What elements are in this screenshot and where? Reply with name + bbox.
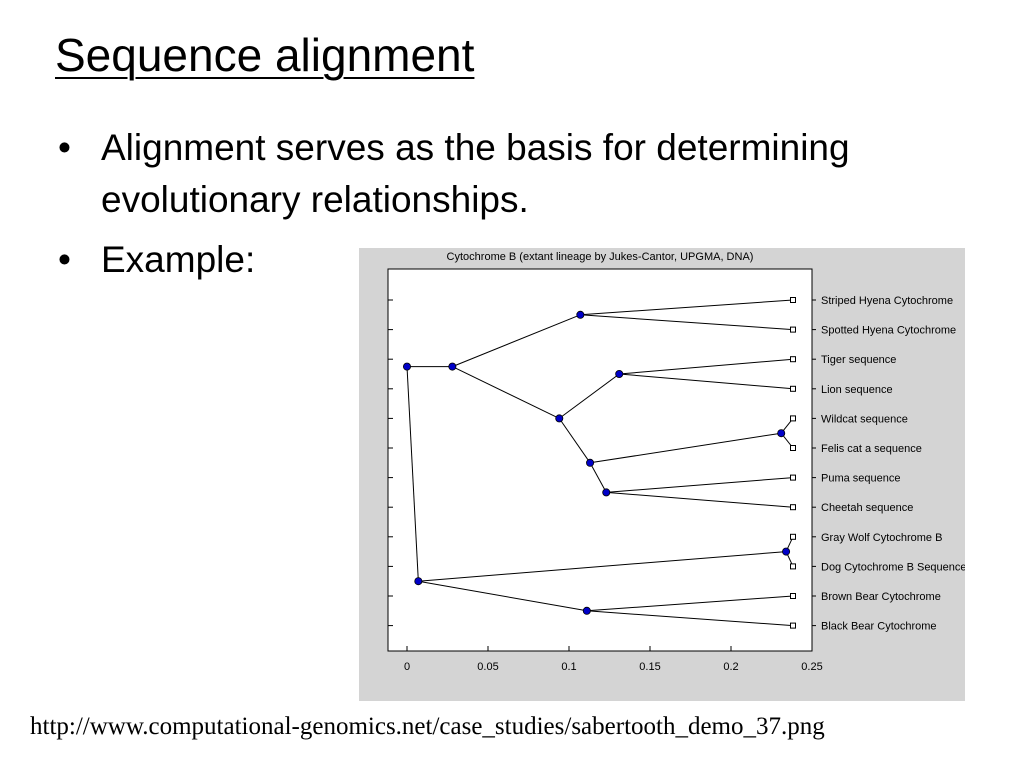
leaf-node bbox=[790, 504, 796, 511]
internal-node bbox=[403, 362, 412, 371]
internal-node bbox=[586, 458, 595, 467]
leaf-node bbox=[790, 415, 796, 422]
internal-node bbox=[777, 429, 786, 438]
tree-branch bbox=[586, 610, 794, 627]
leaf-label: Striped Hyena Cytochrome bbox=[821, 295, 953, 307]
x-tick-label: 0.05 bbox=[477, 661, 498, 673]
phylogenetic-tree: Cytochrome B (extant lineage by Jukes-Ca… bbox=[387, 251, 965, 673]
leaf-label: Spotted Hyena Cytochrome bbox=[821, 325, 956, 337]
internal-node bbox=[602, 488, 611, 497]
source-url: http://www.computational-genomics.net/ca… bbox=[30, 713, 825, 740]
leaf-node bbox=[790, 474, 796, 481]
bullet-item: • Example: bbox=[58, 234, 998, 286]
tree-branch bbox=[580, 314, 794, 331]
tree-branch bbox=[452, 314, 581, 368]
leaf-label: Gray Wolf Cytochrome B bbox=[821, 532, 942, 544]
slide-title: Sequence alignment bbox=[55, 29, 475, 81]
leaf-label: Lion sequence bbox=[821, 384, 893, 396]
tree-branch bbox=[558, 373, 620, 419]
tree-branch bbox=[606, 491, 794, 508]
internal-node bbox=[448, 362, 457, 371]
x-tick-label: 0.25 bbox=[801, 661, 822, 673]
tree-branch bbox=[580, 299, 794, 316]
leaf-label: Cheetah sequence bbox=[821, 502, 913, 514]
tree-branch bbox=[586, 595, 794, 612]
tree-branch bbox=[589, 462, 607, 493]
leaf-label: Dog Cytochrome B Sequence bbox=[821, 561, 965, 573]
x-tick-label: 0 bbox=[404, 661, 410, 673]
internal-node bbox=[582, 606, 591, 615]
leaf-label: Wildcat sequence bbox=[821, 413, 908, 425]
tree-branch bbox=[558, 418, 591, 464]
leaf-node bbox=[790, 563, 796, 570]
leaf-node bbox=[790, 593, 796, 599]
leaf-label: Black Bear Cytochrome bbox=[821, 621, 937, 633]
leaf-node bbox=[790, 356, 796, 363]
tree-branch bbox=[619, 358, 794, 375]
leaf-node bbox=[790, 326, 796, 333]
tree-branch bbox=[619, 373, 794, 390]
leaf-node bbox=[790, 297, 796, 303]
phylogenetic-tree-figure: Cytochrome B (extant lineage by Jukes-Ca… bbox=[359, 248, 965, 701]
x-tick-label: 0.1 bbox=[561, 661, 576, 673]
internal-node bbox=[576, 310, 585, 319]
leaf-node bbox=[790, 533, 796, 540]
internal-node bbox=[555, 414, 564, 423]
leaf-label: Tiger sequence bbox=[821, 354, 896, 366]
bullet-item: • Alignment serves as the basis for dete… bbox=[58, 122, 998, 226]
leaf-node bbox=[790, 445, 796, 451]
internal-node bbox=[782, 547, 791, 556]
bullet-dot: • bbox=[58, 127, 71, 168]
bullet-text: Alignment serves as the basis for determ… bbox=[101, 127, 850, 220]
plot-area bbox=[387, 268, 813, 652]
x-tick-label: 0.2 bbox=[723, 661, 738, 673]
tree-title: Cytochrome B (extant lineage by Jukes-Ca… bbox=[447, 251, 754, 263]
tree-branch bbox=[418, 580, 587, 612]
internal-node bbox=[414, 577, 423, 586]
bullet-dot: • bbox=[58, 239, 71, 280]
bullet-text: Example: bbox=[101, 239, 256, 280]
leaf-label: Puma sequence bbox=[821, 473, 901, 485]
tree-branch bbox=[406, 366, 419, 582]
tree-branch bbox=[418, 551, 787, 582]
tree-branch bbox=[452, 366, 560, 419]
tree-branch bbox=[606, 477, 794, 493]
bullet-list: • Alignment serves as the basis for dete… bbox=[58, 122, 998, 294]
leaf-label: Brown Bear Cytochrome bbox=[821, 591, 941, 603]
leaf-node bbox=[790, 385, 796, 392]
internal-node bbox=[615, 370, 624, 379]
x-tick-label: 0.15 bbox=[639, 661, 660, 673]
leaf-node bbox=[790, 622, 796, 629]
leaf-label: Felis cat a sequence bbox=[821, 443, 922, 455]
tree-branch bbox=[589, 432, 782, 464]
